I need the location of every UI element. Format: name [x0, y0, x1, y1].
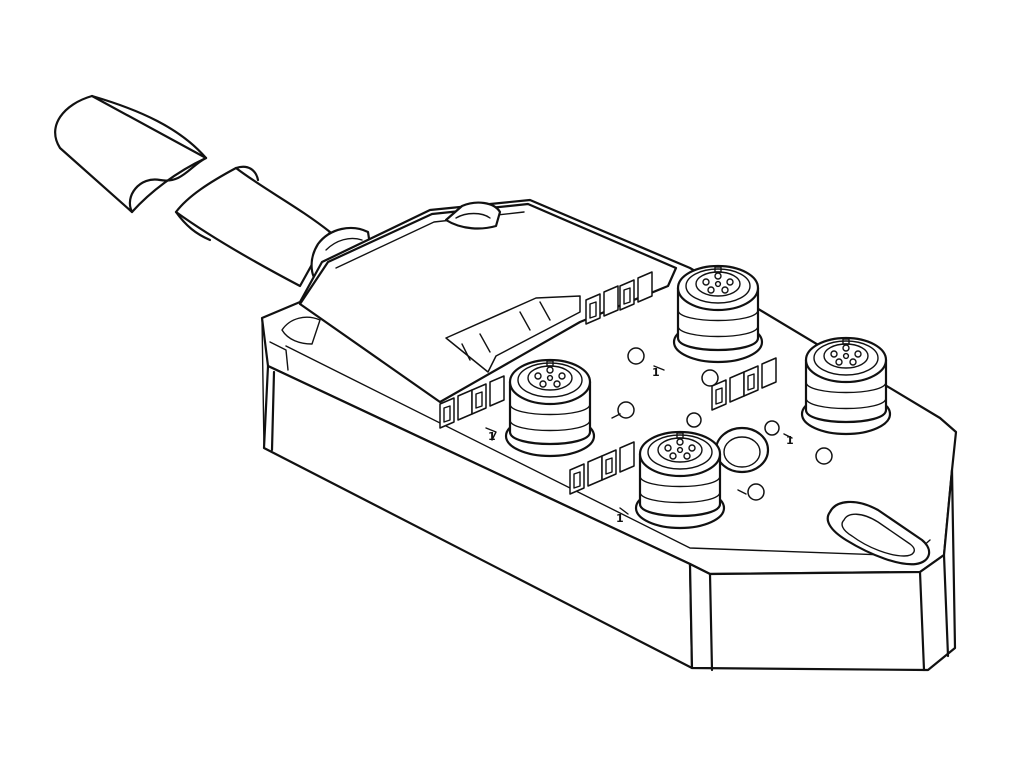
center-recess	[686, 412, 780, 474]
connector-port-a: 1	[627, 264, 764, 387]
housing	[260, 198, 958, 672]
housing-rear-plateau	[298, 202, 678, 404]
cable-near-section	[174, 166, 332, 288]
port-number-label: 1	[652, 366, 660, 379]
cable	[54, 94, 374, 288]
port-number-label: 1	[786, 434, 794, 447]
pin-marks	[485, 365, 793, 515]
connector-port-b: 1	[488, 358, 635, 458]
port-number-label: 1	[616, 512, 624, 525]
connector-port-d: 1	[616, 430, 765, 530]
port-number-label: 1	[488, 430, 496, 443]
led-indicator	[617, 401, 635, 419]
led-indicator	[701, 369, 719, 387]
cable-break-line	[128, 156, 208, 214]
led-indicator	[627, 347, 645, 365]
led-indicator	[747, 483, 765, 501]
rear-mounting-ear	[444, 201, 502, 230]
led-indicator	[815, 447, 833, 465]
rear-cavity	[445, 295, 581, 373]
connector-port-c: 1	[786, 336, 892, 465]
housing-end-face	[688, 468, 957, 672]
mounting-slot	[826, 500, 931, 566]
